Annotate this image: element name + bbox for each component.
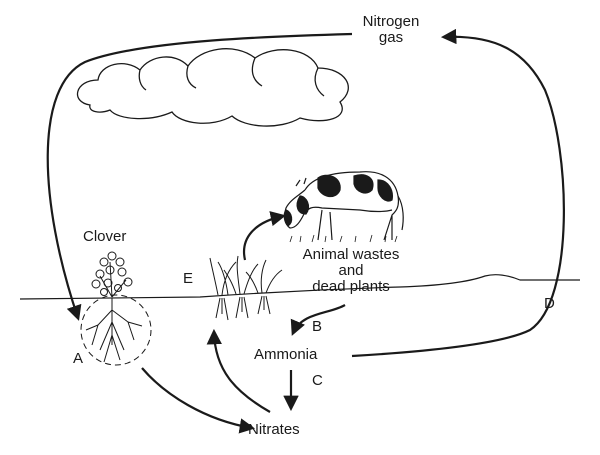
arrow-nitrates-to-plants xyxy=(206,328,271,413)
arrow-ammonia-to-nitrogen-gas xyxy=(351,28,565,358)
animal-wastes-label: Animal wastes and dead plants xyxy=(286,247,416,294)
animal-wastes-label-line3: dead plants xyxy=(312,277,390,295)
grass-plants xyxy=(209,255,283,321)
letter-a-label: A xyxy=(73,350,84,367)
clover-label: Clover xyxy=(83,228,127,245)
letter-b-label: B xyxy=(312,318,323,335)
arrow-wastes-to-ammonia xyxy=(290,304,346,336)
arrow-nitrogen-to-clover xyxy=(46,32,353,321)
ground-line xyxy=(19,274,580,300)
animal-wastes-label-line2: and xyxy=(338,261,364,279)
nitrates-label: Nitrates xyxy=(248,421,300,438)
letter-e-label: E xyxy=(183,270,194,287)
letter-c-label: C xyxy=(312,372,323,389)
nitrogen-gas-label-line2: gas xyxy=(378,28,404,46)
nitrogen-gas-label-line1: Nitrogen xyxy=(362,13,420,30)
arrow-clover-to-nitrates xyxy=(141,367,256,434)
nitrogen-gas-label: Nitrogen gas xyxy=(356,14,426,46)
arrow-plants-to-cow xyxy=(242,211,287,261)
clover-plant xyxy=(80,251,152,366)
cow xyxy=(283,171,404,243)
cloud xyxy=(76,48,349,127)
animal-wastes-label-line1: Animal wastes xyxy=(302,246,400,263)
ammonia-label: Ammonia xyxy=(254,346,318,363)
letter-d-label: D xyxy=(544,295,555,312)
